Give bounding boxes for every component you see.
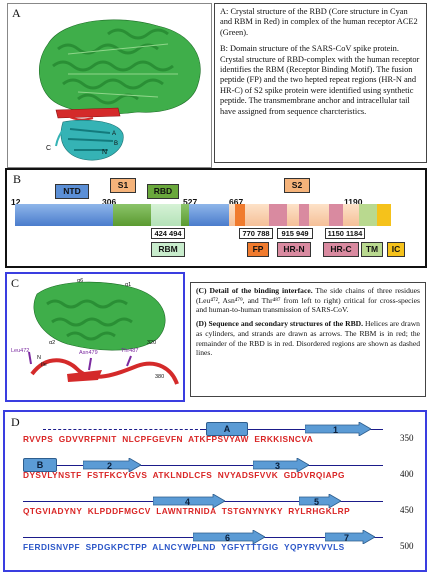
rbd-n-terminus-label: N <box>102 149 107 156</box>
pos-527: 527 <box>183 197 198 207</box>
seq-number-400: 400 <box>400 469 414 479</box>
panel-d-label: D <box>11 415 20 429</box>
sequence-row-4: 6 7 FERDISNVPF SPDGKPCTPP ALNCYWPLND YGF… <box>23 530 383 560</box>
panel-a-label: A <box>12 6 21 20</box>
sequence-row-1: A 1 RVVPS GDVVRFPNIT NLCPFGEVFN ATKFPSVY… <box>23 422 383 452</box>
rbm-segment <box>151 204 181 226</box>
helix-b: B <box>23 458 57 472</box>
res320-label: 320 <box>147 340 156 346</box>
svg-text:3: 3 <box>275 461 280 471</box>
binding-interface-image: Leu472 Asn479 Thr487 α1 α6 α2 N Ile 320 … <box>11 278 179 385</box>
n-label: N <box>37 355 41 361</box>
ntd-box: NTD <box>55 184 89 199</box>
pos-1190: 1190 <box>344 197 363 207</box>
sequence-text-3: QTGVIADYNY KLPDDFMGCV LAWNTRNIDA TSTGNYN… <box>23 506 351 516</box>
ile-label: Ile <box>41 362 47 368</box>
svg-text:2: 2 <box>107 461 112 471</box>
rbd-c-terminus-label: C <box>46 145 51 152</box>
asn479-label: Asn479 <box>79 350 98 356</box>
caption-d: (D) Sequence and secondary structures of… <box>196 319 420 358</box>
svg-text:6: 6 <box>225 533 230 543</box>
rbd-core-segment-2 <box>181 204 189 226</box>
panel-d-sequence: D A 1 RVVPS GDVVRFPNIT NLCPFGEVFN ATKFPS… <box>3 410 427 572</box>
ntd-segment <box>15 204 113 226</box>
fp-segment <box>235 204 245 226</box>
hrn-segment-2 <box>299 204 309 226</box>
panel-c-binding-interface: C Leu472 Asn479 Thr487 α1 α6 α2 N Ile 32… <box>5 272 185 402</box>
fp-range: 770 788 <box>239 228 273 239</box>
panel-b-label: B <box>13 172 22 186</box>
s2-box: S2 <box>284 178 310 193</box>
pos-12: 12 <box>11 197 21 207</box>
sequence-text-1: RVVPS GDVVRFPNIT NLCPFGEVFN ATKFPSVYAW E… <box>23 434 314 444</box>
svg-text:7: 7 <box>344 533 349 543</box>
tm-box: TM <box>361 242 383 257</box>
hrn-range: 915 949 <box>277 228 313 239</box>
rbd-box: RBD <box>147 184 179 199</box>
rbm-range: 424 494 <box>151 228 185 239</box>
panel-a-structure: A C N A B <box>7 3 212 168</box>
rbd-core-segment-1 <box>113 204 151 226</box>
svg-text:4: 4 <box>185 497 190 507</box>
tm-segment <box>359 204 377 226</box>
pos-667: 667 <box>229 197 244 207</box>
panel-b-domain-map: B NTD S1 RBD S2 12 306 527 667 1190 424 … <box>5 168 427 268</box>
sequence-text-2: DYSVLYNSTF FSTFKCYGVS ATKLNDLCFS NVYADSF… <box>23 470 345 480</box>
ic-segment <box>377 204 391 226</box>
s1-box: S1 <box>110 178 136 193</box>
strand-7: 7 <box>325 530 375 544</box>
strand-2: 2 <box>83 458 141 472</box>
backbone-line <box>23 465 383 466</box>
thr487-label: Thr487 <box>121 348 138 354</box>
helix-a: A <box>206 422 248 436</box>
strand-5: 5 <box>299 494 341 508</box>
res380-label: 380 <box>155 374 164 380</box>
rbm-box: RBM <box>151 242 185 257</box>
seq-number-350: 350 <box>400 433 414 443</box>
panel-cd-caption: (C) Detail of the binding interface. The… <box>190 282 426 397</box>
strand-1: 1 <box>305 422 371 436</box>
pos-306: 306 <box>102 197 117 207</box>
strand-3: 3 <box>253 458 309 472</box>
svg-text:5: 5 <box>314 497 319 507</box>
hrc-segment <box>329 204 343 226</box>
alpha2-label: α2 <box>49 340 55 346</box>
leu472-label: Leu472 <box>11 348 29 354</box>
caption-a: A: Crystal structure of the RBD (Core st… <box>220 7 418 37</box>
alpha1-label: α1 <box>125 282 131 288</box>
panel-c-label: C <box>11 276 20 290</box>
hrn-segment-1 <box>269 204 287 226</box>
sequence-row-2: B 2 3 DYSVLYNSTF FSTFKCYGVS ATKLNDLCFS N… <box>23 458 383 488</box>
strand-4: 4 <box>153 494 225 508</box>
caption-b: B: Domain structure of the SARS-CoV spik… <box>220 44 420 116</box>
fp-box: FP <box>247 242 269 257</box>
seq-number-500: 500 <box>400 541 414 551</box>
alpha6-label: α6 <box>77 278 83 284</box>
sequence-text-4: FERDISNVPF SPDGKPCTPP ALNCYWPLND YGFYTTT… <box>23 542 345 552</box>
sequence-row-3: 4 5 QTGVIADYNY KLPDDFMGCV LAWNTRNIDA TST… <box>23 494 383 524</box>
hrn-box: HR-N <box>277 242 311 257</box>
rbd-b-label: B <box>114 141 118 147</box>
ic-box: IC <box>387 242 405 257</box>
ace2-rbd-structure-image: C N A B <box>39 19 201 161</box>
rbd-a-label: A <box>112 131 116 137</box>
svg-text:1: 1 <box>333 425 338 435</box>
strand-6: 6 <box>193 530 265 544</box>
backbone-line <box>203 429 383 430</box>
panel-ab-caption: A: Crystal structure of the RBD (Core st… <box>214 3 427 163</box>
seq-number-450: 450 <box>400 505 414 515</box>
disordered-line <box>43 429 203 430</box>
s1-tail-segment <box>189 204 229 226</box>
hrc-box: HR-C <box>323 242 359 257</box>
hrc-range: 1150 1184 <box>325 228 365 239</box>
caption-c: (C) Detail of the binding interface. The… <box>196 286 420 315</box>
